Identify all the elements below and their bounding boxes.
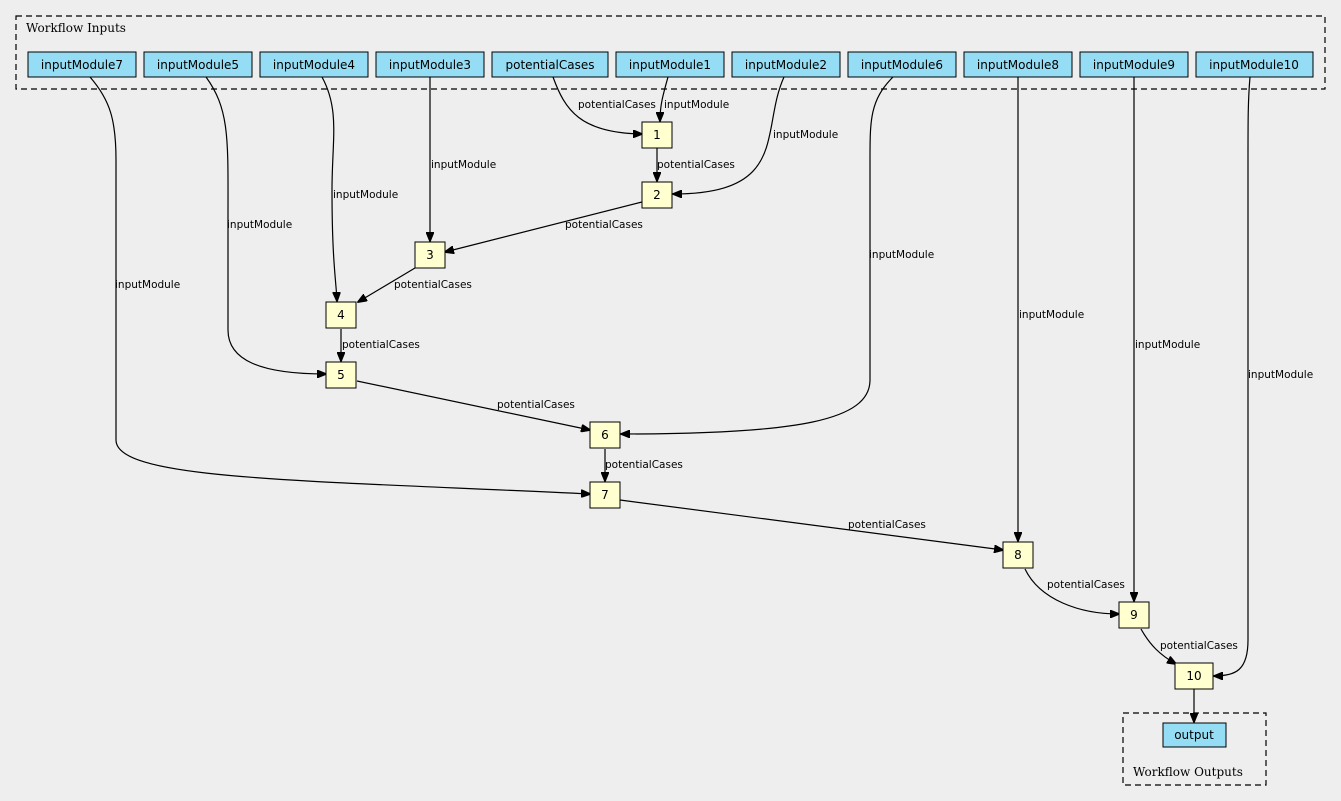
step-node-label: 3	[426, 248, 434, 262]
input-nodes: inputModule7 inputModule5 inputModule4 i…	[27, 51, 1314, 78]
input-node-label: inputModule1	[629, 58, 711, 72]
step-node-9[interactable]: 9	[1118, 601, 1150, 629]
step-node-label: 2	[653, 188, 661, 202]
input-node-label: potentialCases	[506, 58, 595, 72]
input-node-inputModule9[interactable]: inputModule9	[1079, 51, 1189, 78]
edge-9-to-10	[1140, 628, 1176, 664]
input-node-label: inputModule3	[389, 58, 471, 72]
step-node-label: 1	[653, 128, 661, 142]
edge-inputModule1-to-1	[660, 76, 669, 121]
input-node-inputModule4[interactable]: inputModule4	[259, 51, 369, 78]
edge-label-inputModule6-to-6: inputModule	[869, 249, 934, 261]
input-node-potentialCases[interactable]: potentialCases	[491, 51, 609, 78]
input-node-label: inputModule4	[273, 58, 355, 72]
edge-inputModule7-to-7	[89, 76, 590, 494]
edge-label-3-to-4: potentialCases	[394, 279, 472, 291]
input-node-label: inputModule9	[1093, 58, 1175, 72]
workflow-outputs-label: Workflow Outputs	[1133, 765, 1243, 779]
step-node-label: 4	[337, 308, 345, 322]
input-node-inputModule3[interactable]: inputModule3	[375, 51, 485, 78]
edge-label-7-to-8: potentialCases	[848, 519, 926, 531]
edge-label-inputModule5-to-5: inputModule	[227, 219, 292, 231]
edge-label-2-to-3: potentialCases	[565, 219, 643, 231]
edge-label-5-to-6: potentialCases	[497, 399, 575, 411]
edge-label-potentialCases-to-1: potentialCases	[578, 99, 656, 111]
edge-label-8-to-9: potentialCases	[1047, 579, 1125, 591]
edge-label-inputModule8-to-8: inputModule	[1019, 309, 1084, 321]
workflow-inputs-cluster: Workflow Inputs	[15, 15, 1326, 90]
step-node-label: 8	[1014, 548, 1022, 562]
edge-inputModule6-to-6	[621, 76, 894, 434]
edge-label-inputModule4-to-4: inputModule	[333, 189, 398, 201]
output-node-label: output	[1174, 728, 1214, 742]
input-node-label: inputModule10	[1209, 58, 1299, 72]
step-node-label: 7	[601, 488, 609, 502]
edge-5-to-6	[356, 380, 590, 430]
input-node-label: inputModule5	[157, 58, 239, 72]
edge-potentialCases-to-1	[552, 76, 642, 134]
step-node-8[interactable]: 8	[1002, 541, 1034, 569]
step-node-4[interactable]: 4	[325, 301, 357, 329]
edge-inputModule4-to-4	[321, 76, 337, 301]
edge-label-1-to-2: potentialCases	[657, 159, 735, 171]
input-node-label: inputModule2	[745, 58, 827, 72]
edge-inputModule10-to-10	[1214, 76, 1251, 676]
input-node-label: inputModule6	[861, 58, 943, 72]
input-node-inputModule10[interactable]: inputModule10	[1195, 51, 1314, 78]
edge-inputModule5-to-5	[205, 76, 326, 374]
input-node-inputModule6[interactable]: inputModule6	[847, 51, 957, 78]
edges-layer: potentialCases inputModule potentialCase…	[89, 76, 1313, 722]
workflow-inputs-label: Workflow Inputs	[26, 21, 126, 35]
output-node-output[interactable]: output	[1162, 722, 1227, 748]
edge-label-4-to-5: potentialCases	[342, 339, 420, 351]
input-node-label: inputModule8	[977, 58, 1059, 72]
step-node-label: 10	[1186, 669, 1201, 683]
input-node-inputModule2[interactable]: inputModule2	[731, 51, 841, 78]
input-node-inputModule1[interactable]: inputModule1	[615, 51, 725, 78]
edge-label-inputModule1-to-1: inputModule	[664, 99, 729, 111]
edge-label-inputModule10-to-10: inputModule	[1248, 369, 1313, 381]
step-nodes: 1 2 3 4 5 6 7 8	[325, 121, 1214, 690]
step-node-5[interactable]: 5	[325, 361, 357, 389]
edge-7-to-8	[619, 499, 1003, 550]
input-node-inputModule7[interactable]: inputModule7	[27, 51, 137, 78]
step-node-3[interactable]: 3	[414, 241, 446, 269]
step-node-10[interactable]: 10	[1174, 662, 1214, 690]
edge-2-to-3	[445, 201, 643, 252]
edge-inputModule2-to-2	[673, 76, 785, 194]
edge-label-inputModule9-to-9: inputModule	[1135, 339, 1200, 351]
step-node-1[interactable]: 1	[641, 121, 673, 149]
edge-label-inputModule3-to-3: inputModule	[431, 159, 496, 171]
edge-label-inputModule2-to-2: inputModule	[773, 129, 838, 141]
input-node-inputModule5[interactable]: inputModule5	[143, 51, 253, 78]
step-node-7[interactable]: 7	[589, 481, 621, 509]
step-node-label: 9	[1130, 608, 1138, 622]
edge-label-6-to-7: potentialCases	[605, 459, 683, 471]
edge-3-to-4	[358, 267, 416, 302]
input-node-label: inputModule7	[41, 58, 123, 72]
step-node-label: 6	[601, 428, 609, 442]
edge-label-9-to-10: potentialCases	[1160, 640, 1238, 652]
step-node-6[interactable]: 6	[589, 421, 621, 449]
edge-label-inputModule7-to-7: inputModule	[115, 279, 180, 291]
step-node-2[interactable]: 2	[641, 181, 673, 209]
input-node-inputModule8[interactable]: inputModule8	[963, 51, 1073, 78]
edge-8-to-9	[1024, 568, 1119, 614]
step-node-label: 5	[337, 368, 345, 382]
